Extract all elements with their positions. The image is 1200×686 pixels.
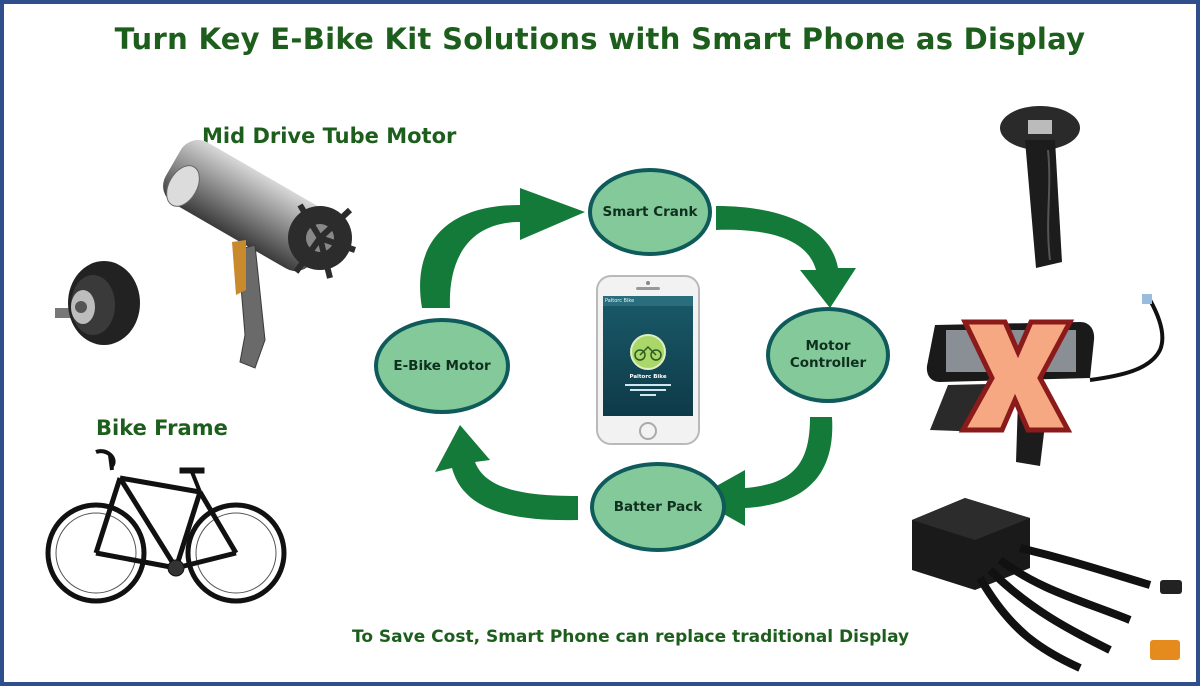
hub-motor-image [55,261,140,345]
mid-drive-label: Mid Drive Tube Motor [202,124,457,148]
arrow-battery-to-motor [435,425,578,521]
bike-image [45,449,287,604]
smartphone-image [596,275,700,445]
smart-crank-label: Smart Crank [602,203,698,220]
arrow-crank-to-controller [716,206,856,308]
arrow-motor-to-crank [420,188,585,308]
battery-pack-label: Batter Pack [613,498,703,515]
page-title: Turn Key E-Bike Kit Solutions with Smart… [114,22,1086,56]
arrow-controller-to-battery [695,417,833,526]
controller-image [912,498,1182,672]
x-mark-icon [958,319,1075,433]
battery-pack-node: Batter Pack [590,462,726,552]
ebike-motor-node: E-Bike Motor [374,318,510,414]
phone-app-header: Paltorc Bike [605,298,635,304]
footer-note: To Save Cost, Smart Phone can replace tr… [352,627,910,647]
phone-app-name: Paltorc Bike [629,374,667,380]
sensor-crank-image [1000,106,1080,268]
cycle-arrows [420,188,856,526]
mid-drive-motor-image [163,140,356,369]
ebike-motor-label: E-Bike Motor [393,357,491,374]
bike-frame-label: Bike Frame [96,416,228,440]
smart-crank-node: Smart Crank [588,168,712,256]
